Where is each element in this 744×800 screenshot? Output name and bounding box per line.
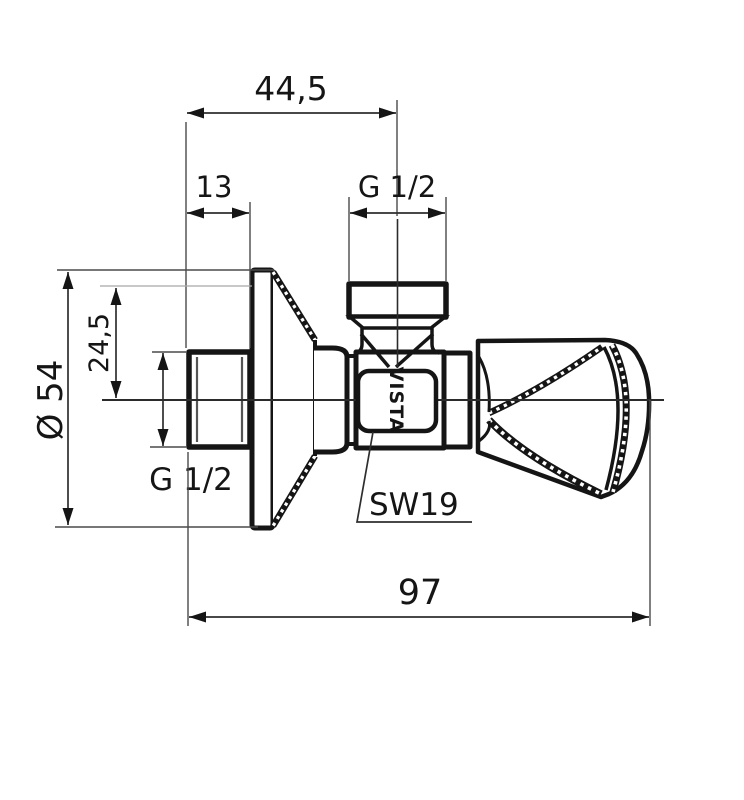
flange-diameter-label: Ø 54 bbox=[31, 360, 71, 441]
dim-total-width: 44,5 bbox=[185, 69, 398, 348]
thread-length-label: 13 bbox=[196, 170, 233, 204]
wrench-size-label: SW19 bbox=[369, 487, 459, 523]
body-mark-label: VISTA bbox=[385, 367, 407, 434]
total-width-label: 44,5 bbox=[254, 69, 327, 108]
dim-inlet-thread: G 1/2 bbox=[149, 351, 233, 498]
dim-center-offset: 24,5 bbox=[84, 285, 252, 398]
dim-flange-diameter: Ø 54 bbox=[31, 269, 274, 528]
part-brand-plate: VISTA bbox=[355, 367, 439, 434]
dim-thread-length: 13 bbox=[187, 170, 251, 348]
dim-overall-length: 97 bbox=[187, 400, 651, 626]
outlet-thread-label: G 1/2 bbox=[358, 170, 436, 204]
dim-outlet-thread: G 1/2 bbox=[348, 170, 447, 281]
center-offset-label: 24,5 bbox=[84, 313, 115, 373]
inlet-thread-label: G 1/2 bbox=[149, 462, 233, 498]
callout-wrench-size: SW19 bbox=[355, 431, 472, 523]
part-handle bbox=[475, 337, 652, 500]
overall-length-label: 97 bbox=[398, 573, 443, 613]
